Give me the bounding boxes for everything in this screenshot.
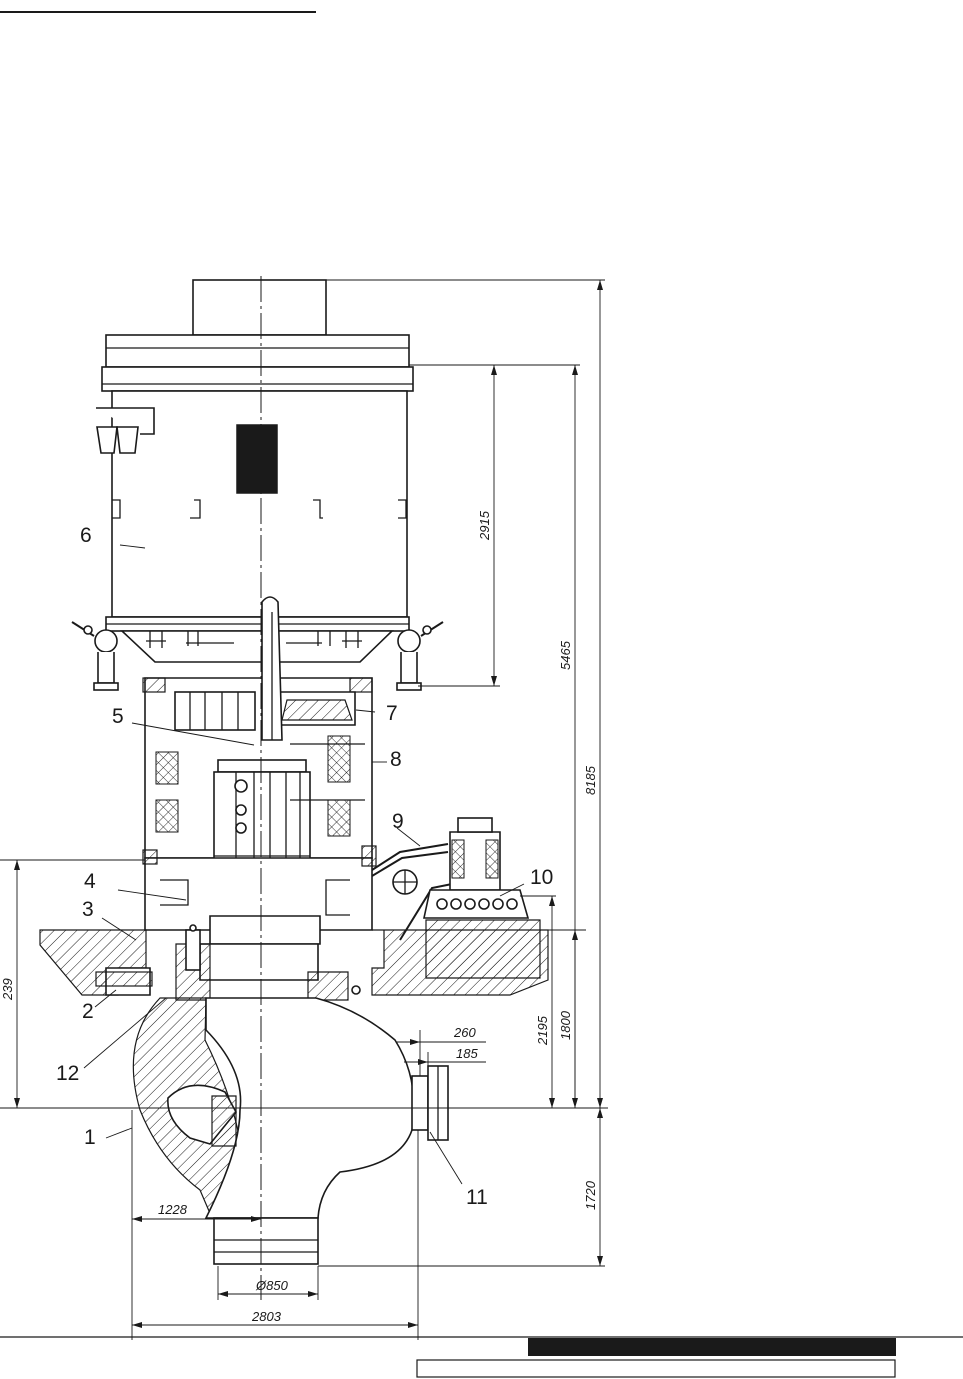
callout-11: 11 <box>466 1186 488 1209</box>
dim-5465: 5465 <box>558 640 573 670</box>
callout-7: 7 <box>386 702 398 725</box>
pump-casing <box>133 998 448 1264</box>
footer-box <box>417 1360 895 1377</box>
callout-3: 3 <box>82 898 94 921</box>
footer-black-bar <box>528 1338 896 1356</box>
dim-1800: 1800 <box>558 1010 573 1040</box>
dim-239: 239 <box>0 978 15 1001</box>
dim-1228: 1228 <box>158 1202 188 1217</box>
callout-5: 5 <box>112 705 124 728</box>
callout-8: 8 <box>390 748 402 771</box>
lantern-frame <box>143 846 417 944</box>
dim-2195: 2195 <box>535 1015 550 1046</box>
callout-6: 6 <box>80 524 92 547</box>
callout-9: 9 <box>392 810 404 833</box>
dim-2803: 2803 <box>251 1309 282 1324</box>
dim-1720: 1720 <box>583 1180 598 1210</box>
callout-1: 1 <box>84 1126 96 1149</box>
dim-260: 260 <box>453 1025 476 1040</box>
dim-185: 185 <box>456 1046 478 1061</box>
dim-8185: 8185 <box>583 765 598 795</box>
callout-12: 12 <box>56 1062 79 1085</box>
dim-850: Ø850 <box>255 1278 289 1293</box>
dim-2915: 2915 <box>477 510 492 541</box>
callout-4: 4 <box>84 870 96 893</box>
callout-10: 10 <box>530 866 553 889</box>
callout-2: 2 <box>82 1000 94 1023</box>
motor <box>72 280 443 690</box>
